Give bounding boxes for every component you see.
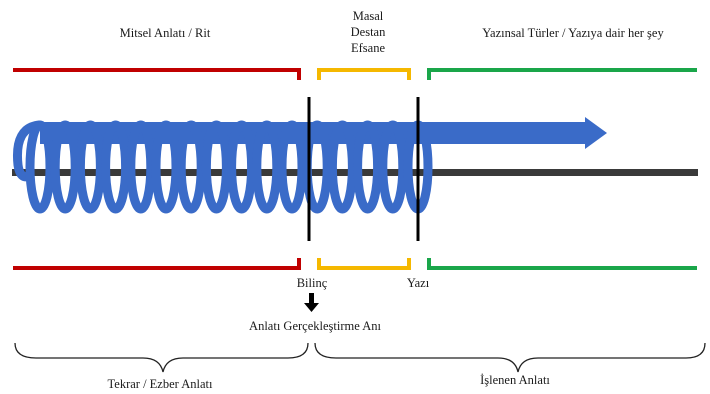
coil-turn (50, 120, 80, 214)
brace-left (14, 342, 309, 373)
label-destan: Destan (350, 25, 386, 39)
label-mitsel-anlati: Mitsel Anlatı / Rit (119, 26, 211, 40)
label-islenen-anlati: İşlenen Anlatı (480, 373, 550, 387)
coil-turn (378, 120, 408, 214)
coil-turn (101, 120, 131, 214)
coil-turn (201, 120, 231, 214)
green-bracket-top (427, 68, 697, 80)
brace-right (314, 342, 706, 373)
coil-spring (12, 120, 433, 214)
arrow-head (585, 117, 607, 149)
label-anlati-gerceklestirme-ani: Anlatı Gerçekleştirme Anı (249, 319, 381, 333)
coil-turn (126, 120, 156, 214)
label-bilinc: Bilinç (296, 276, 328, 290)
coil-turn (151, 120, 181, 214)
red-bracket-top (13, 68, 301, 80)
coil-turn (252, 120, 282, 214)
label-tekrar-ezber: Tekrar / Ezber Anlatı (107, 377, 213, 391)
coil-turn (277, 120, 307, 214)
yellow-bracket-bottom (317, 258, 411, 270)
label-yazinsal-turler: Yazınsal Türler / Yazıya dair her şey (482, 26, 664, 40)
coil-turn (75, 120, 105, 214)
coil-turn (176, 120, 206, 214)
red-bracket-bottom (13, 258, 301, 270)
coil-turn (327, 120, 357, 214)
coil-turn (353, 120, 383, 214)
label-efsane: Efsane (350, 41, 386, 55)
green-bracket-bottom (427, 258, 697, 270)
coil-lead (12, 120, 41, 182)
coil-turn (302, 120, 332, 214)
yellow-bracket-top (317, 68, 411, 80)
label-masal: Masal (352, 9, 384, 23)
label-yazi: Yazı (406, 276, 430, 290)
down-arrow-icon (304, 293, 319, 312)
coil-turn (227, 120, 257, 214)
coil-turn (25, 120, 55, 214)
